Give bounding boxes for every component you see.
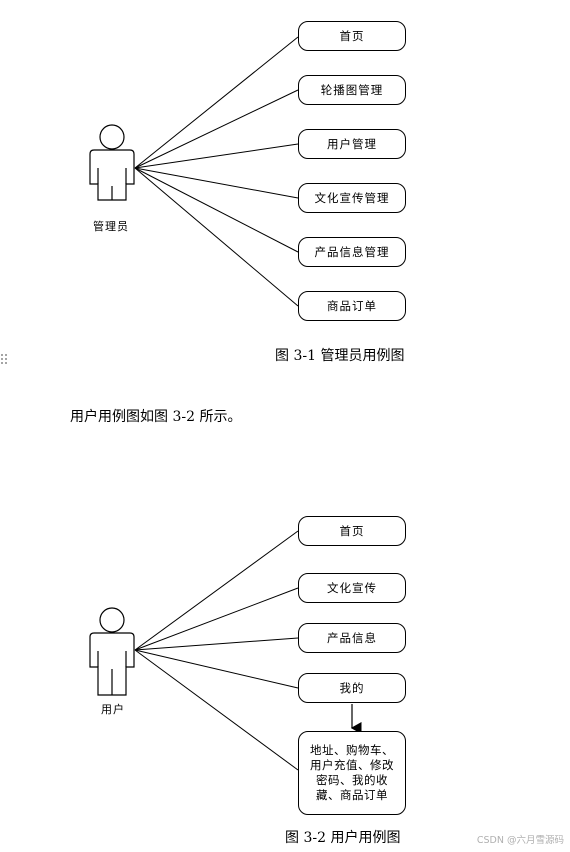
- use-case-home-user: 首页: [298, 516, 406, 546]
- caption-figure-3-1: 图 3-1 管理员用例图: [275, 348, 405, 364]
- use-case-mine-details: 地址、购物车、 用户充值、修改 密码、我的收 藏、商品订单: [298, 731, 406, 815]
- use-case-product-mgmt: 产品信息管理: [298, 237, 406, 267]
- actor-label-user: 用户: [101, 703, 125, 716]
- use-case-home: 首页: [298, 21, 406, 51]
- connectors-user: [134, 530, 299, 771]
- paragraph-text: 用户用例图如图 3-2 所示。: [70, 409, 242, 425]
- drag-handle-icon[interactable]: [0, 353, 8, 365]
- actor-label-admin: 管理员: [93, 220, 129, 233]
- use-case-culture-mgmt: 文化宣传管理: [298, 183, 406, 213]
- use-case-product-info: 产品信息: [298, 623, 406, 653]
- use-case-user-mgmt: 用户管理: [298, 129, 406, 159]
- caption-figure-3-2: 图 3-2 用户用例图: [285, 830, 401, 846]
- use-case-mine: 我的: [298, 673, 406, 703]
- use-case-culture: 文化宣传: [298, 573, 406, 603]
- connectors-admin: [134, 36, 299, 307]
- watermark: CSDN @六月雪源码: [476, 835, 564, 846]
- use-case-carousel: 轮播图管理: [298, 75, 406, 105]
- actor-figure-admin: [89, 124, 135, 201]
- use-case-orders: 商品订单: [298, 291, 406, 321]
- actor-figure-user: [89, 607, 135, 696]
